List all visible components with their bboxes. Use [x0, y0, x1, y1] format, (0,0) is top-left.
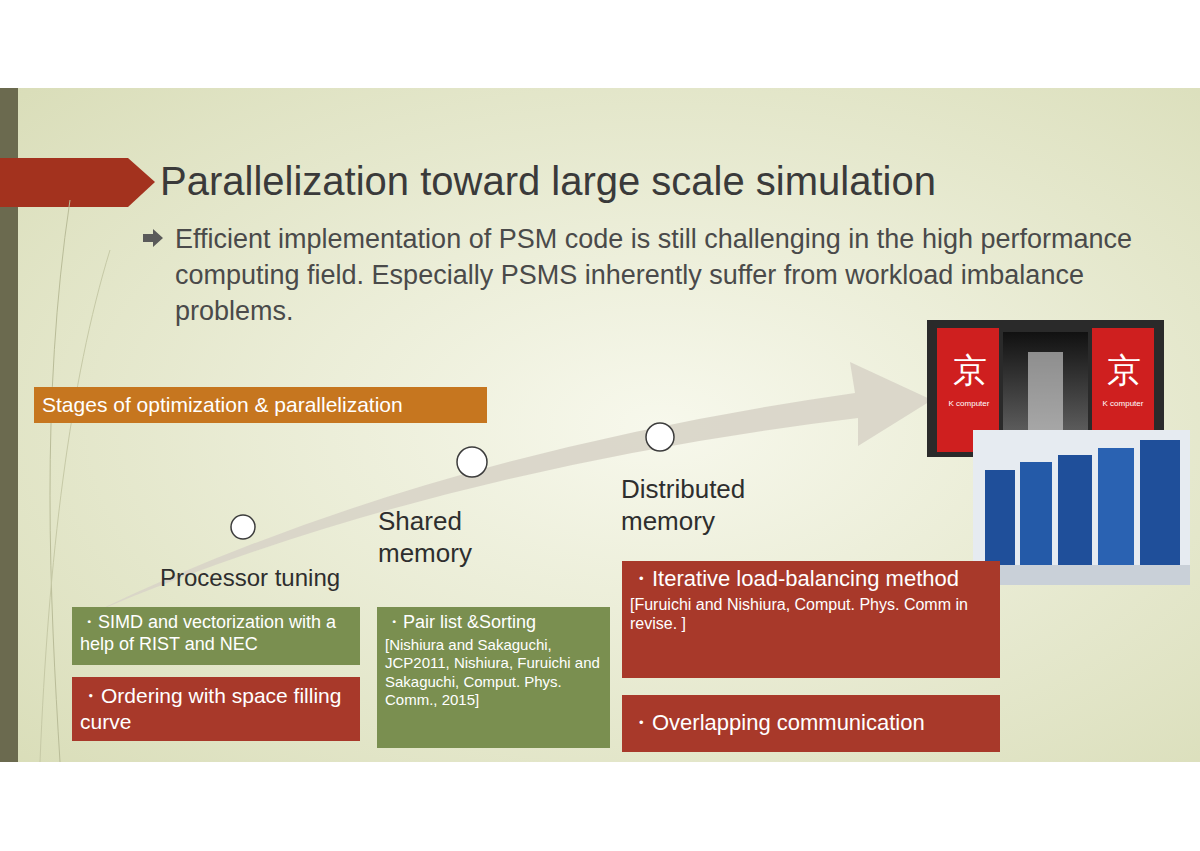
technique-box: ・Pair list &Sorting[Nishiura and Sakaguc…	[377, 607, 610, 748]
bullet-text: Efficient implementation of PSM code is …	[175, 222, 1185, 330]
photo-sign: 京	[1104, 352, 1144, 389]
deco-line	[50, 200, 70, 762]
citation-text: [Nishiura and Sakaguchi, JCP2011, Nishiu…	[385, 636, 602, 709]
stage-label: Shared memory	[378, 506, 518, 569]
stage-label: Processor tuning	[160, 564, 430, 593]
box-text: ・Pair list &Sorting	[385, 612, 602, 634]
title-arrow	[0, 158, 155, 207]
photo-caption: K computer	[942, 400, 996, 409]
supercomputer-photo	[973, 430, 1190, 585]
box-text: ・Ordering with space filling curve	[80, 683, 352, 734]
stage-heading-box: Stages of optimization & parallelization	[34, 387, 487, 423]
technique-box: ・SIMD and vectorization with a help of R…	[72, 607, 360, 665]
slide-title: Parallelization toward large scale simul…	[160, 158, 1190, 204]
technique-box: ・Iterative load-balancing method[Furuich…	[622, 561, 1000, 678]
stage-label: Distributed memory	[621, 474, 801, 537]
box-text: ・Iterative load-balancing method	[630, 566, 992, 593]
slide-ground	[0, 88, 1200, 762]
bullet-arrow	[143, 229, 163, 247]
technique-box: ・Overlapping communication	[622, 695, 1000, 752]
citation-text: [Furuichi and Nishiura, Comput. Phys. Co…	[630, 595, 992, 634]
photo-caption: K computer	[1096, 400, 1150, 409]
box-text: ・SIMD and vectorization with a help of R…	[80, 612, 352, 656]
box-text: Stages of optimization & parallelization	[42, 392, 479, 418]
technique-box: ・Ordering with space filling curve	[72, 677, 360, 741]
stage-circle	[231, 515, 255, 539]
stage-circle	[646, 423, 674, 451]
box-text: ・Overlapping communication	[630, 710, 925, 737]
photo-sign: 京	[950, 352, 990, 389]
stage-circle	[457, 447, 487, 477]
